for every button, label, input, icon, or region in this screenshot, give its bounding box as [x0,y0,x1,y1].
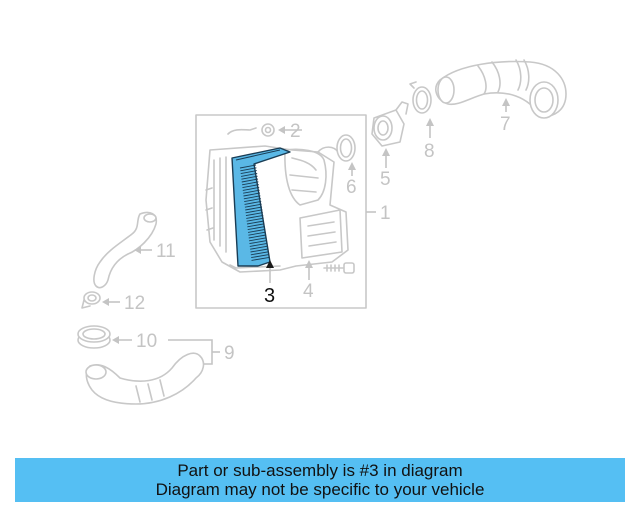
part-4-bolt [323,262,355,274]
part-6-gasket [336,134,356,162]
part-7-intake-hose [435,59,567,119]
leader-lines [102,98,510,365]
part-9-lower-duct [85,352,205,405]
callout-12: 12 [124,293,145,314]
part-1-air-cleaner-housing [205,145,349,273]
part-11-breather-hose [93,211,158,289]
callout-6: 6 [346,177,357,198]
callout-7: 7 [500,114,511,135]
info-banner: Part or sub-assembly is #3 in diagram Di… [15,458,625,502]
callout-4: 4 [303,281,314,302]
callouts: 1 2 3 4 5 6 7 8 9 10 11 12 [124,114,511,364]
part-10-cap [77,325,111,349]
parts-diagram: 1 2 3 4 5 6 7 8 9 10 11 12 [77,59,567,405]
callout-1: 1 [380,203,391,224]
callout-3: 3 [264,285,275,307]
callout-2: 2 [290,121,301,142]
part-5-sensor-housing [371,101,409,147]
part-8-clamp [409,81,432,114]
callout-5: 5 [380,169,391,190]
callout-8: 8 [424,141,435,162]
part-12-hose-clamp [81,291,101,309]
part-2-bracket-nut [227,123,275,137]
banner-line-2: Diagram may not be specific to your vehi… [155,480,485,499]
part-3-air-filter [231,147,291,267]
callout-11: 11 [156,241,176,262]
callout-10: 10 [136,331,157,352]
banner-line-1: Part or sub-assembly is #3 in diagram [177,461,463,480]
callout-9: 9 [224,343,235,364]
